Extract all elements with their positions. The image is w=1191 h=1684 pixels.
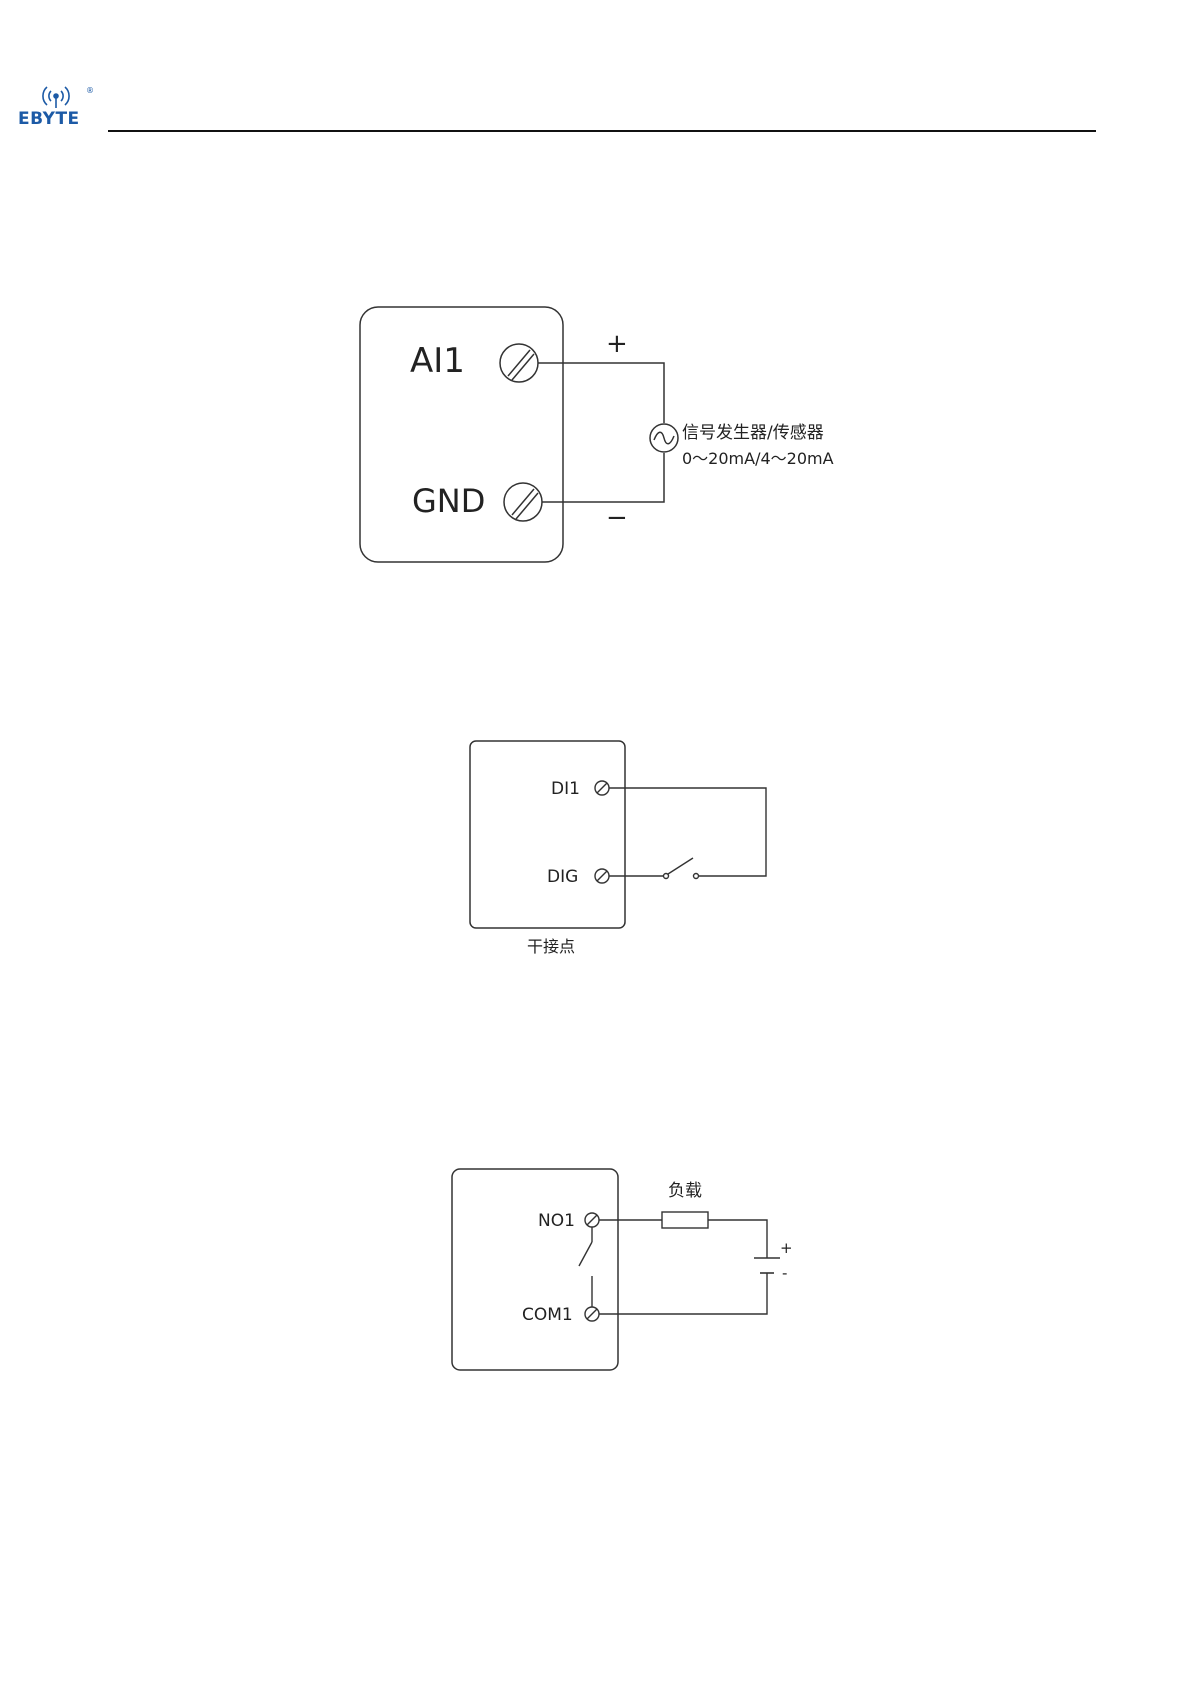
screw-terminal-icon [595,781,609,795]
terminal-label-gnd: GND [412,482,485,520]
module-box [470,741,625,928]
battery-icon [754,1258,780,1273]
battery-minus-sign: - [782,1264,787,1282]
load-resistor-icon [662,1212,708,1228]
wire [609,788,766,876]
relay-output-wiring-diagram: NO1 COM1 负载 + - [440,1160,810,1380]
terminal-label-no1: NO1 [538,1211,575,1231]
header-rule [108,130,1096,132]
source-label: 信号发生器/传感器 [682,423,824,443]
plus-sign: + [606,329,628,359]
screw-terminal-icon [595,869,609,883]
dry-contact-caption: 干接点 [527,937,575,956]
wire [538,363,664,502]
load-label: 负载 [668,1181,702,1201]
terminal-label-com1: COM1 [522,1305,573,1325]
range-label: 0～20mA/4～20mA [682,449,834,468]
ac-source-icon [650,424,678,452]
screw-terminal-icon [585,1307,599,1321]
digital-input-wiring-diagram: DI1 DIG 干接点 [460,732,780,962]
module-box [452,1169,618,1370]
relay-contact-icon [579,1227,592,1307]
terminal-label-dig: DIG [547,867,578,887]
screw-terminal-icon [504,483,542,521]
screw-terminal-icon [500,344,538,382]
wireless-signal-icon [43,87,69,108]
terminal-label-di1: DI1 [551,779,580,799]
terminal-label-ai1: AI1 [410,341,465,381]
analog-input-wiring-diagram: AI1 GND + − 信号发生器/传感器 0～20mA/4～20mA [350,300,870,570]
registered-mark: ® [86,86,94,95]
logo-text: EBYTE [18,109,80,128]
wire [599,1220,767,1314]
minus-sign: − [606,503,628,533]
screw-terminal-icon [585,1213,599,1227]
battery-plus-sign: + [780,1239,793,1257]
switch-icon [664,858,699,879]
ebyte-logo: ® EBYTE [18,84,98,128]
